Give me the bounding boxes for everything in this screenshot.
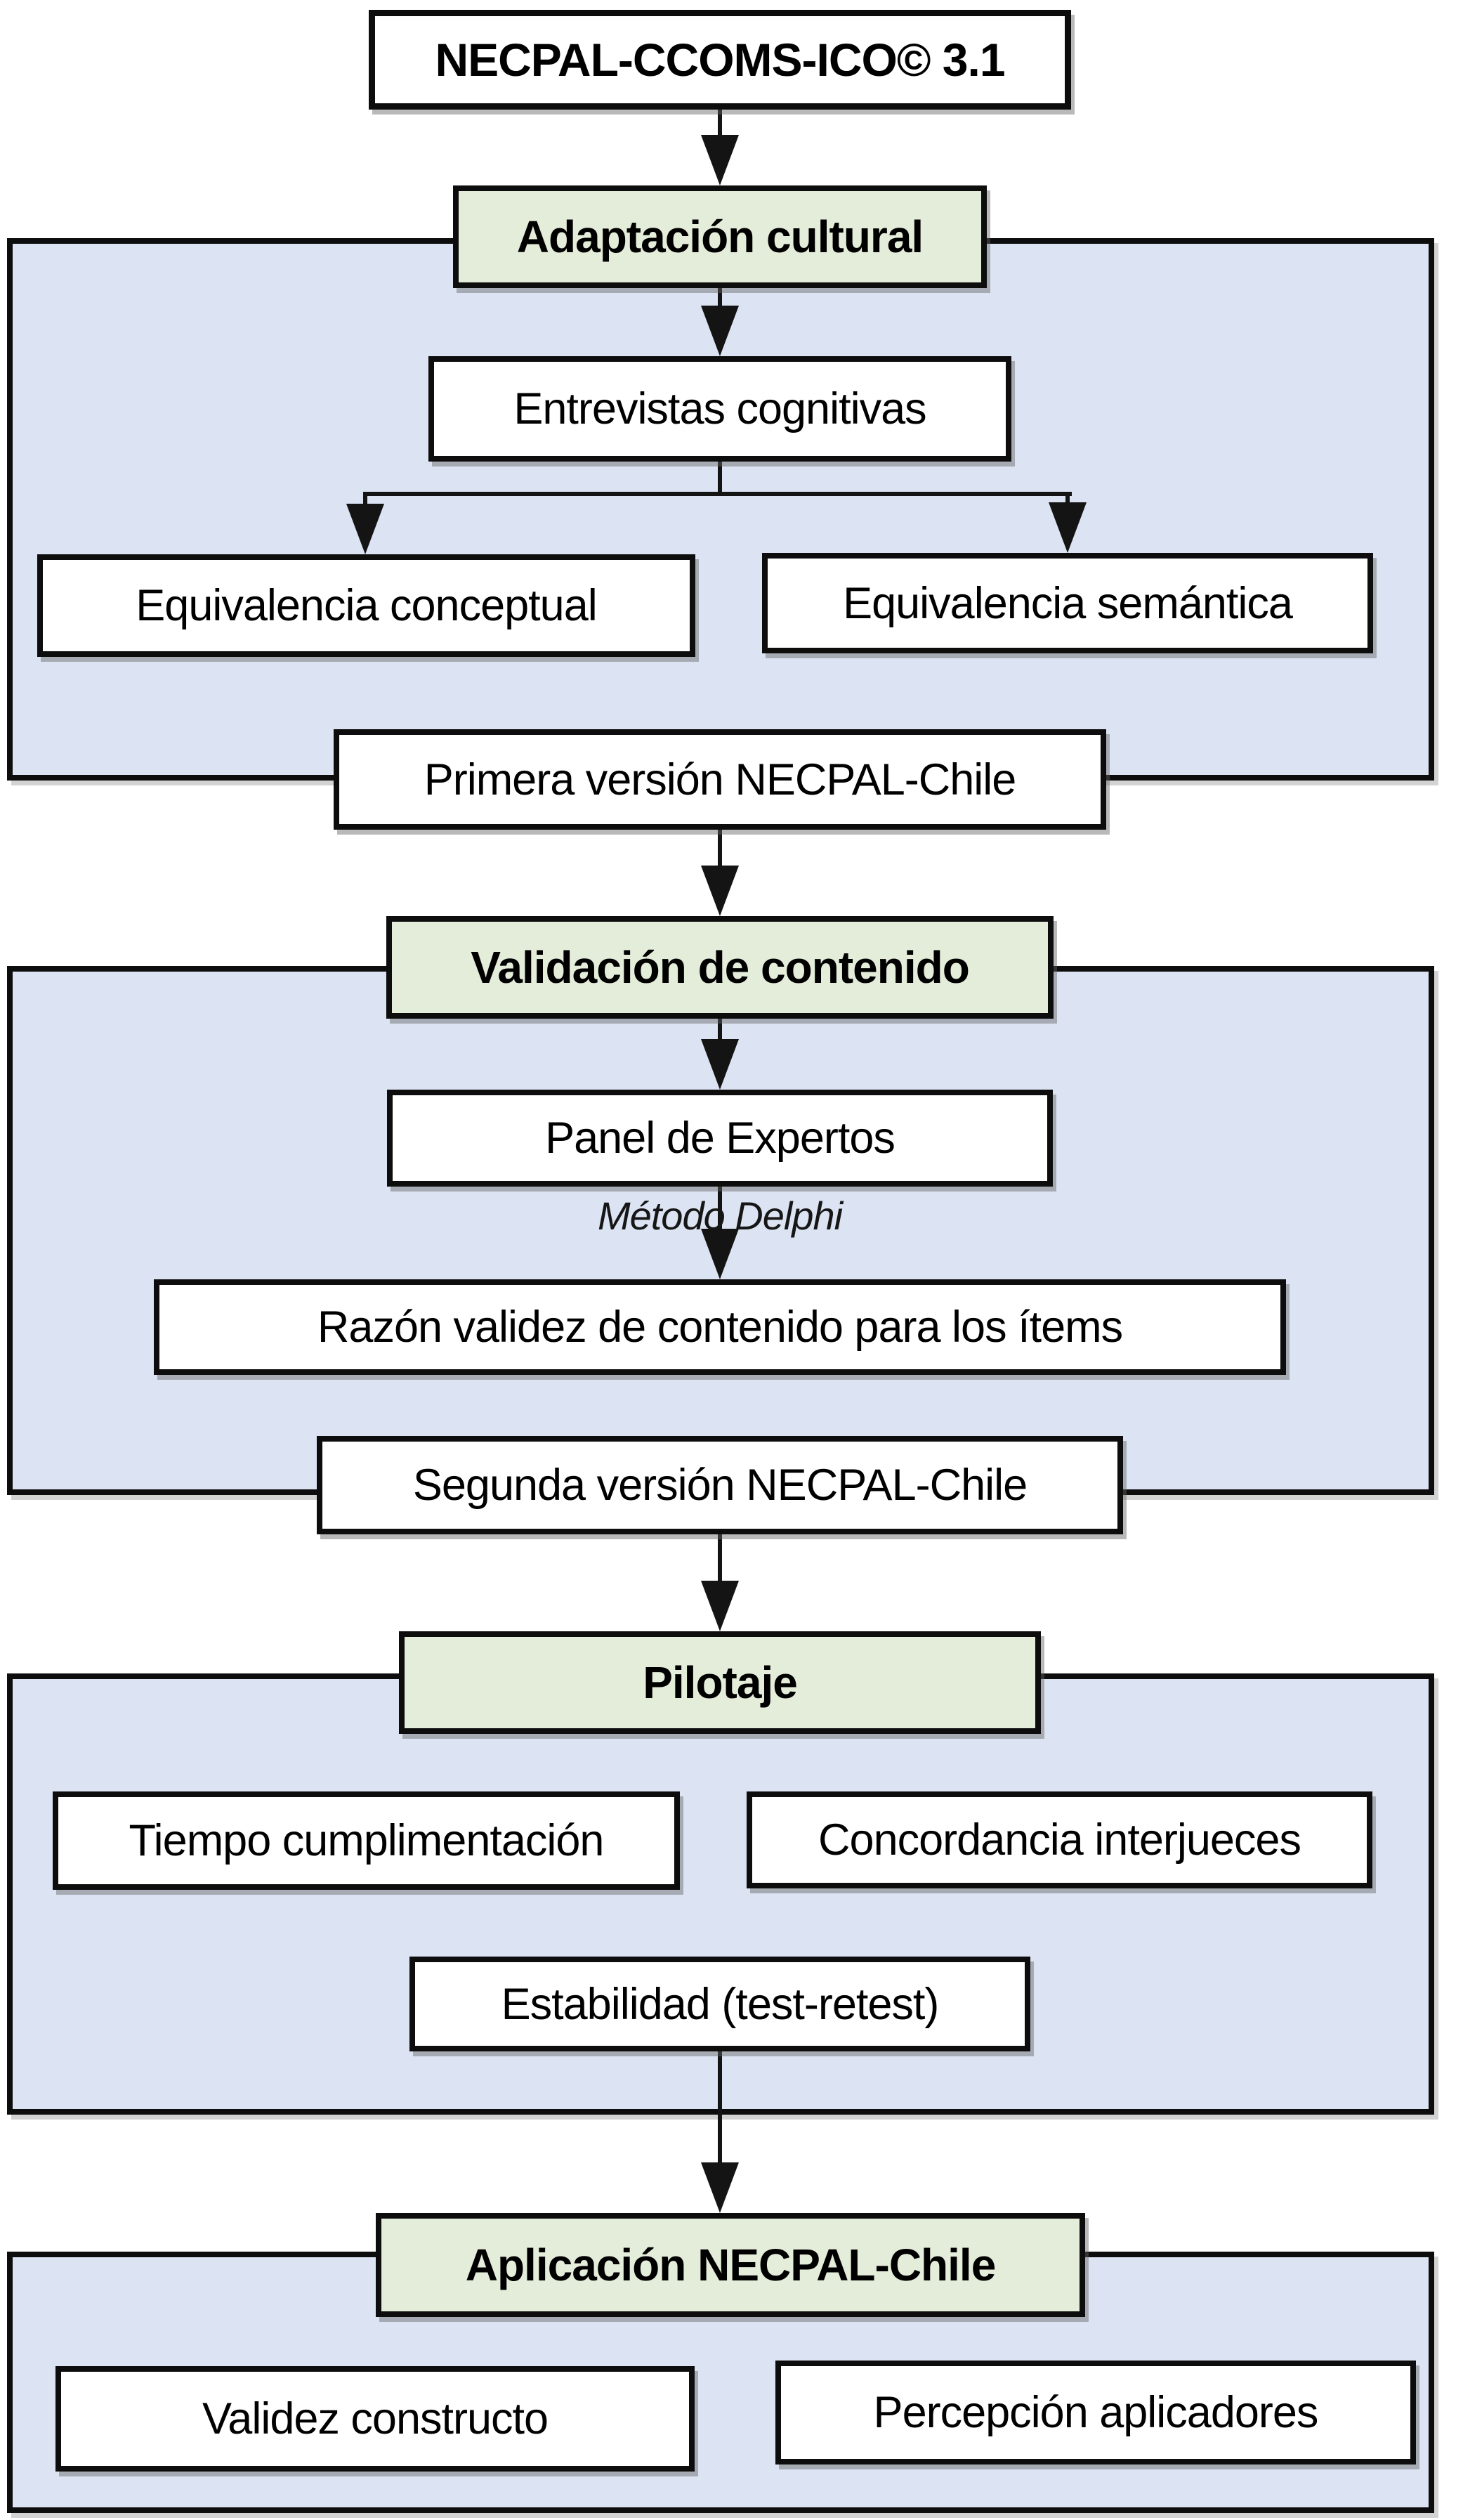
- label-metodo-delphi: Método Delphi: [597, 1194, 843, 1238]
- node-percepcion-aplicadores: Percepción aplicadores: [775, 2361, 1416, 2464]
- node-estabilidad-test-retest: Estabilidad (test-retest): [409, 1957, 1030, 2051]
- connector-line: [718, 830, 722, 868]
- connector-line: [718, 2051, 722, 2165]
- connector-branch-line: [363, 492, 1072, 496]
- arrowhead-down-icon: [701, 1581, 739, 1631]
- node-equivalencia-conceptual: Equivalencia conceptual: [37, 554, 695, 657]
- node-panel-de-expertos: Panel de Expertos: [387, 1090, 1053, 1187]
- arrowhead-down-icon: [701, 1039, 739, 1090]
- node-segunda-version-necpal-chile: Segunda versión NECPAL-Chile: [317, 1436, 1123, 1534]
- arrowhead-down-icon: [1049, 502, 1087, 553]
- arrowhead-down-icon: [701, 135, 739, 185]
- stage-validacion-de-contenido: Validación de contenido: [386, 916, 1054, 1019]
- connector-line: [1065, 492, 1070, 506]
- connector-line: [718, 1534, 722, 1584]
- node-entrevistas-cognitivas: Entrevistas cognitivas: [428, 356, 1011, 462]
- node-razon-validez-contenido: Razón validez de contenido para los ítem…: [154, 1279, 1286, 1375]
- node-primera-version-necpal-chile: Primera versión NECPAL-Chile: [334, 729, 1106, 830]
- arrowhead-down-icon: [701, 306, 739, 356]
- stage-adaptacion-cultural: Adaptación cultural: [453, 185, 987, 288]
- node-tiempo-cumplimentacion: Tiempo cumplimentación: [53, 1791, 680, 1890]
- stage-aplicacion-necpal-chile: Aplicación NECPAL-Chile: [376, 2213, 1085, 2317]
- arrowhead-down-icon: [701, 2162, 739, 2213]
- node-validez-constructo: Validez constructo: [55, 2366, 695, 2472]
- node-necpal-ccoms-ico: NECPAL-CCOMS-ICO© 3.1: [369, 10, 1071, 110]
- connector-line: [718, 1019, 722, 1042]
- arrowhead-down-icon: [701, 866, 739, 916]
- connector-line: [718, 110, 722, 143]
- connector-line: [718, 1187, 722, 1232]
- arrowhead-down-icon: [701, 1229, 739, 1279]
- arrowhead-down-icon: [346, 504, 384, 554]
- connector-line: [718, 462, 722, 496]
- connector-line: [363, 492, 367, 507]
- node-equivalencia-semantica: Equivalencia semántica: [762, 553, 1373, 653]
- connector-line: [718, 288, 722, 309]
- stage-pilotaje: Pilotaje: [399, 1631, 1041, 1734]
- node-concordancia-interjueces: Concordancia interjueces: [747, 1791, 1372, 1888]
